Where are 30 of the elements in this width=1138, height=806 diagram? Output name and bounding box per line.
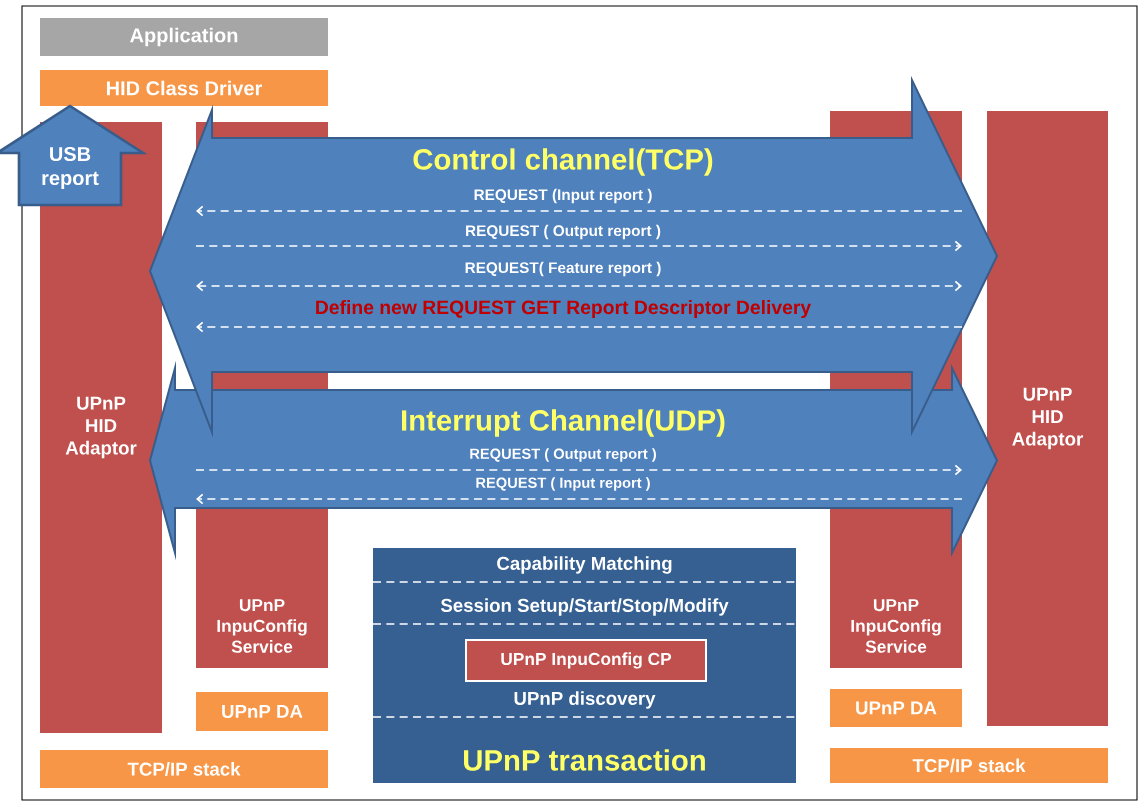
layer-box: TCP/IP stack bbox=[40, 750, 328, 788]
control-point-box: UPnP InpuConfig CP bbox=[465, 639, 707, 682]
arrow bbox=[196, 280, 962, 292]
layer-box: HID Class Driver bbox=[40, 70, 328, 106]
arrow bbox=[195, 240, 962, 252]
arrow bbox=[196, 321, 963, 333]
layer-box: Application bbox=[40, 18, 328, 56]
panel-label: Session Setup/Start/Stop/Modify bbox=[440, 598, 729, 616]
edge-label: REQUEST( Feature report ) bbox=[465, 261, 661, 277]
channel-arrow bbox=[148, 360, 999, 561]
channel-arrow bbox=[148, 75, 999, 438]
panel-label: UPnP discovery bbox=[514, 691, 656, 709]
arrow bbox=[195, 464, 962, 476]
edge-label: REQUEST ( Input report ) bbox=[476, 477, 650, 491]
arrow bbox=[196, 493, 963, 505]
block-arrow bbox=[0, 104, 148, 207]
adaptor-bar: UPnP HID Adaptor bbox=[987, 111, 1108, 726]
edge-label: REQUEST ( Output report ) bbox=[470, 448, 656, 462]
edge-label: Control channel(TCP) bbox=[413, 148, 713, 176]
layer-box: UPnP DA bbox=[830, 689, 962, 727]
arrow bbox=[196, 205, 963, 217]
edge-label: REQUEST ( Output report ) bbox=[466, 224, 661, 240]
panel-label: UPnP transaction bbox=[464, 749, 705, 771]
transaction-panel bbox=[372, 548, 797, 783]
edge-label: Interrupt Channel(UDP) bbox=[402, 409, 725, 437]
edge-label: USB report bbox=[42, 146, 99, 190]
panel-label: Capability Matching bbox=[497, 556, 672, 574]
layer-box: TCP/IP stack bbox=[830, 748, 1108, 783]
layer-box: UPnP DA bbox=[196, 692, 328, 731]
edge-label: REQUEST (Input report ) bbox=[474, 188, 652, 204]
